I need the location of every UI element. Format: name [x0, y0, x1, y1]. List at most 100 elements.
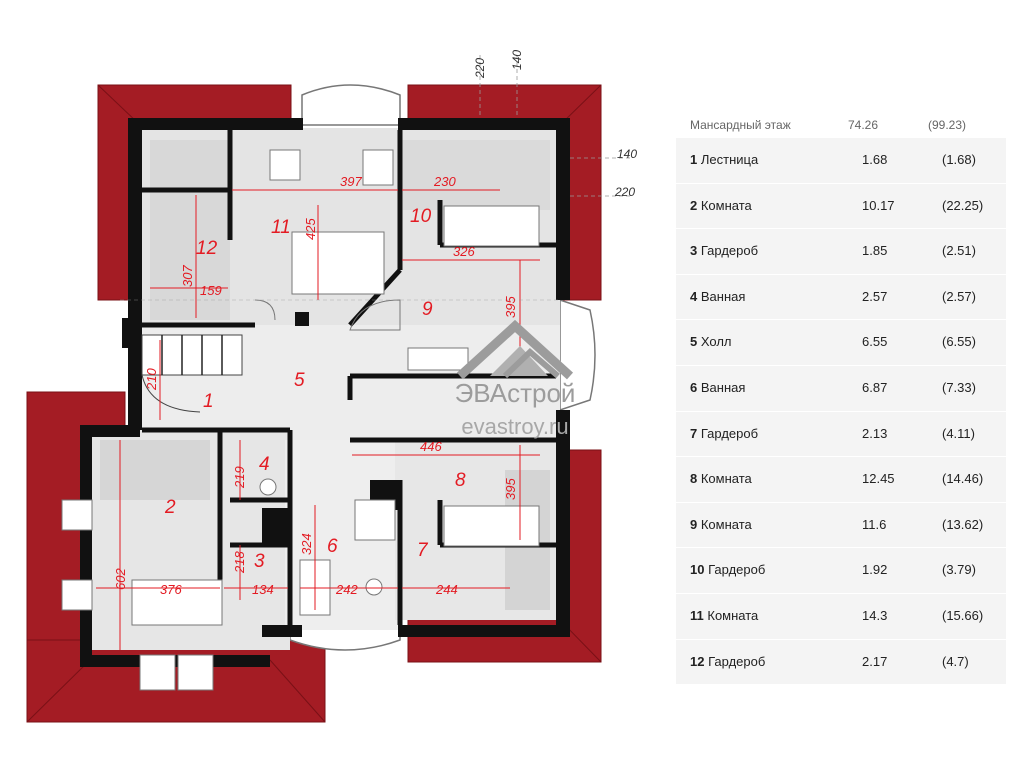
- dimension-218: 218: [232, 551, 247, 574]
- legend-row-total: (22.25): [942, 197, 984, 213]
- legend-row: 1 Лестница 1.68 (1.68): [676, 138, 1006, 184]
- legend-row-number: 5: [690, 334, 698, 350]
- legend-row-total: (6.55): [942, 334, 976, 350]
- dimension-244: 244: [435, 582, 458, 597]
- legend-row-number: 11: [690, 607, 704, 623]
- dimension-right-140: 140: [617, 147, 637, 161]
- legend-header-label: Мансардный этаж: [690, 118, 791, 132]
- room-number-5: 5: [294, 370, 305, 391]
- watermark-site: evastroy.ru: [461, 414, 569, 439]
- dimension-602: 602: [113, 568, 128, 590]
- dimension-425: 425: [303, 218, 318, 240]
- legend-row-total: (4.7): [942, 653, 969, 669]
- legend-header-total: (99.23): [928, 118, 967, 132]
- dimension-307: 307: [180, 265, 195, 287]
- legend-row-name: Гардероб: [700, 425, 759, 441]
- legend-row-total: (4.11): [942, 425, 975, 441]
- legend-row-number: 12: [690, 653, 705, 669]
- legend-row-area: 2.57: [862, 288, 888, 304]
- legend-row: 8 Комната 12.45 (14.46): [676, 457, 1006, 503]
- legend-row-total: (13.62): [942, 516, 984, 532]
- room-number-7: 7: [417, 540, 429, 561]
- legend-header: Мансардный этаж 74.26 (99.23): [676, 112, 1006, 138]
- room-number-8: 8: [455, 470, 466, 491]
- room-number-9: 9: [422, 299, 433, 320]
- legend-row: 3 Гардероб 1.85 (2.51): [676, 229, 1006, 275]
- dimension-134: 134: [252, 582, 274, 597]
- legend-row: 12 Гардероб 2.17 (4.7): [676, 639, 1006, 686]
- legend-row-name: Комната: [700, 197, 752, 213]
- legend-row-area: 14.3: [862, 607, 888, 623]
- legend-row: 7 Гардероб 2.13 (4.11): [676, 411, 1006, 458]
- legend-row-number: 8: [690, 471, 698, 487]
- legend-row-total: (15.66): [942, 607, 984, 623]
- dimension-top-220: 220: [473, 58, 487, 79]
- room-number-3: 3: [254, 551, 265, 572]
- legend-row-number: 2: [690, 197, 698, 213]
- dimension-230: 230: [433, 174, 456, 189]
- legend-row-area: 2.17: [862, 653, 888, 669]
- dimension-395a: 395: [503, 296, 518, 318]
- legend-row-area: 1.68: [862, 152, 888, 167]
- legend-row-number: 4: [690, 288, 698, 304]
- legend-row-name: Гардероб: [700, 243, 759, 259]
- legend-row-total: (2.57): [942, 288, 976, 304]
- legend-row-area: 2.13: [862, 425, 888, 441]
- watermark: ЭВАстрой evastroy.ru: [430, 318, 600, 458]
- legend-row-area: 12.45: [862, 471, 895, 487]
- legend-row-name: Гардероб: [708, 562, 766, 578]
- legend-row-name: Ванная: [700, 288, 746, 304]
- legend-row: 4 Ванная 2.57 (2.57): [676, 274, 1006, 321]
- dimension-210: 210: [144, 368, 159, 391]
- legend-row: 11 Комната 14.3 (15.66): [676, 593, 1006, 640]
- dimension-324: 324: [299, 533, 314, 555]
- legend-row: 6 Ванная 6.87 (7.33): [676, 365, 1006, 412]
- legend-row: 9 Комната 11.6 (13.62): [676, 502, 1006, 549]
- legend-row-area: 1.85: [862, 243, 888, 259]
- dimension-top-140: 140: [510, 50, 524, 70]
- legend-row-number: 10: [690, 562, 705, 578]
- room-number-2: 2: [164, 497, 176, 518]
- legend-row-number: 9: [690, 516, 698, 532]
- room-number-4: 4: [259, 454, 270, 475]
- legend-row-total: (3.79): [942, 562, 976, 578]
- legend-row: 10 Гардероб 1.92 (3.79): [676, 548, 1006, 594]
- dimension-376: 376: [160, 582, 182, 597]
- room-number-1: 1: [203, 391, 214, 412]
- dimension-395b: 395: [503, 478, 518, 500]
- legend-row-area: 6.87: [862, 379, 888, 395]
- room-number-6: 6: [327, 536, 338, 557]
- legend-row: 2 Комната 10.17 (22.25): [676, 183, 1006, 230]
- extension-lines: [120, 55, 630, 301]
- legend-row-area: 1.92: [862, 562, 888, 578]
- legend-row-name: Гардероб: [708, 653, 766, 669]
- legend-row-total: (7.33): [942, 379, 976, 395]
- dimension-242: 242: [335, 582, 358, 597]
- dimension-446: 446: [420, 439, 442, 454]
- staircase: [141, 334, 243, 413]
- legend-row-name: Комната: [700, 471, 752, 487]
- dimension-219: 219: [232, 466, 247, 489]
- legend-row-total: (1.68): [942, 152, 976, 167]
- room-numbers: 1 2 3 4 5 6 7 8 9 10 11 12: [164, 206, 466, 572]
- legend-row-name: Холл: [700, 334, 732, 350]
- legend-row-number: 1: [690, 152, 698, 167]
- room-number-12: 12: [196, 238, 218, 259]
- room-number-11: 11: [271, 217, 291, 238]
- legend-row-area: 10.17: [862, 197, 895, 213]
- legend-row: 5 Холл 6.55 (6.55): [676, 320, 1006, 366]
- area-legend: Мансардный этаж 74.26 (99.23) 1 Лестница…: [676, 112, 1006, 686]
- legend-row-number: 3: [690, 243, 698, 259]
- dimension-159: 159: [200, 283, 222, 298]
- legend-row-area: 11.6: [862, 516, 887, 532]
- legend-row-area: 6.55: [862, 334, 888, 350]
- dimension-right-220: 220: [614, 185, 635, 199]
- floor-plan: 1 2 3 4 5 6 7 8 9 10 11 12 397 230 425 3…: [26, 50, 637, 723]
- legend-row-total: (2.51): [942, 243, 976, 259]
- legend-row-name: Комната: [707, 607, 759, 623]
- dimension-lines: [96, 189, 540, 650]
- room-number-10: 10: [410, 206, 432, 227]
- legend-header-area: 74.26: [848, 118, 879, 132]
- legend-row-total: (14.46): [942, 471, 984, 487]
- dimension-326: 326: [453, 244, 475, 259]
